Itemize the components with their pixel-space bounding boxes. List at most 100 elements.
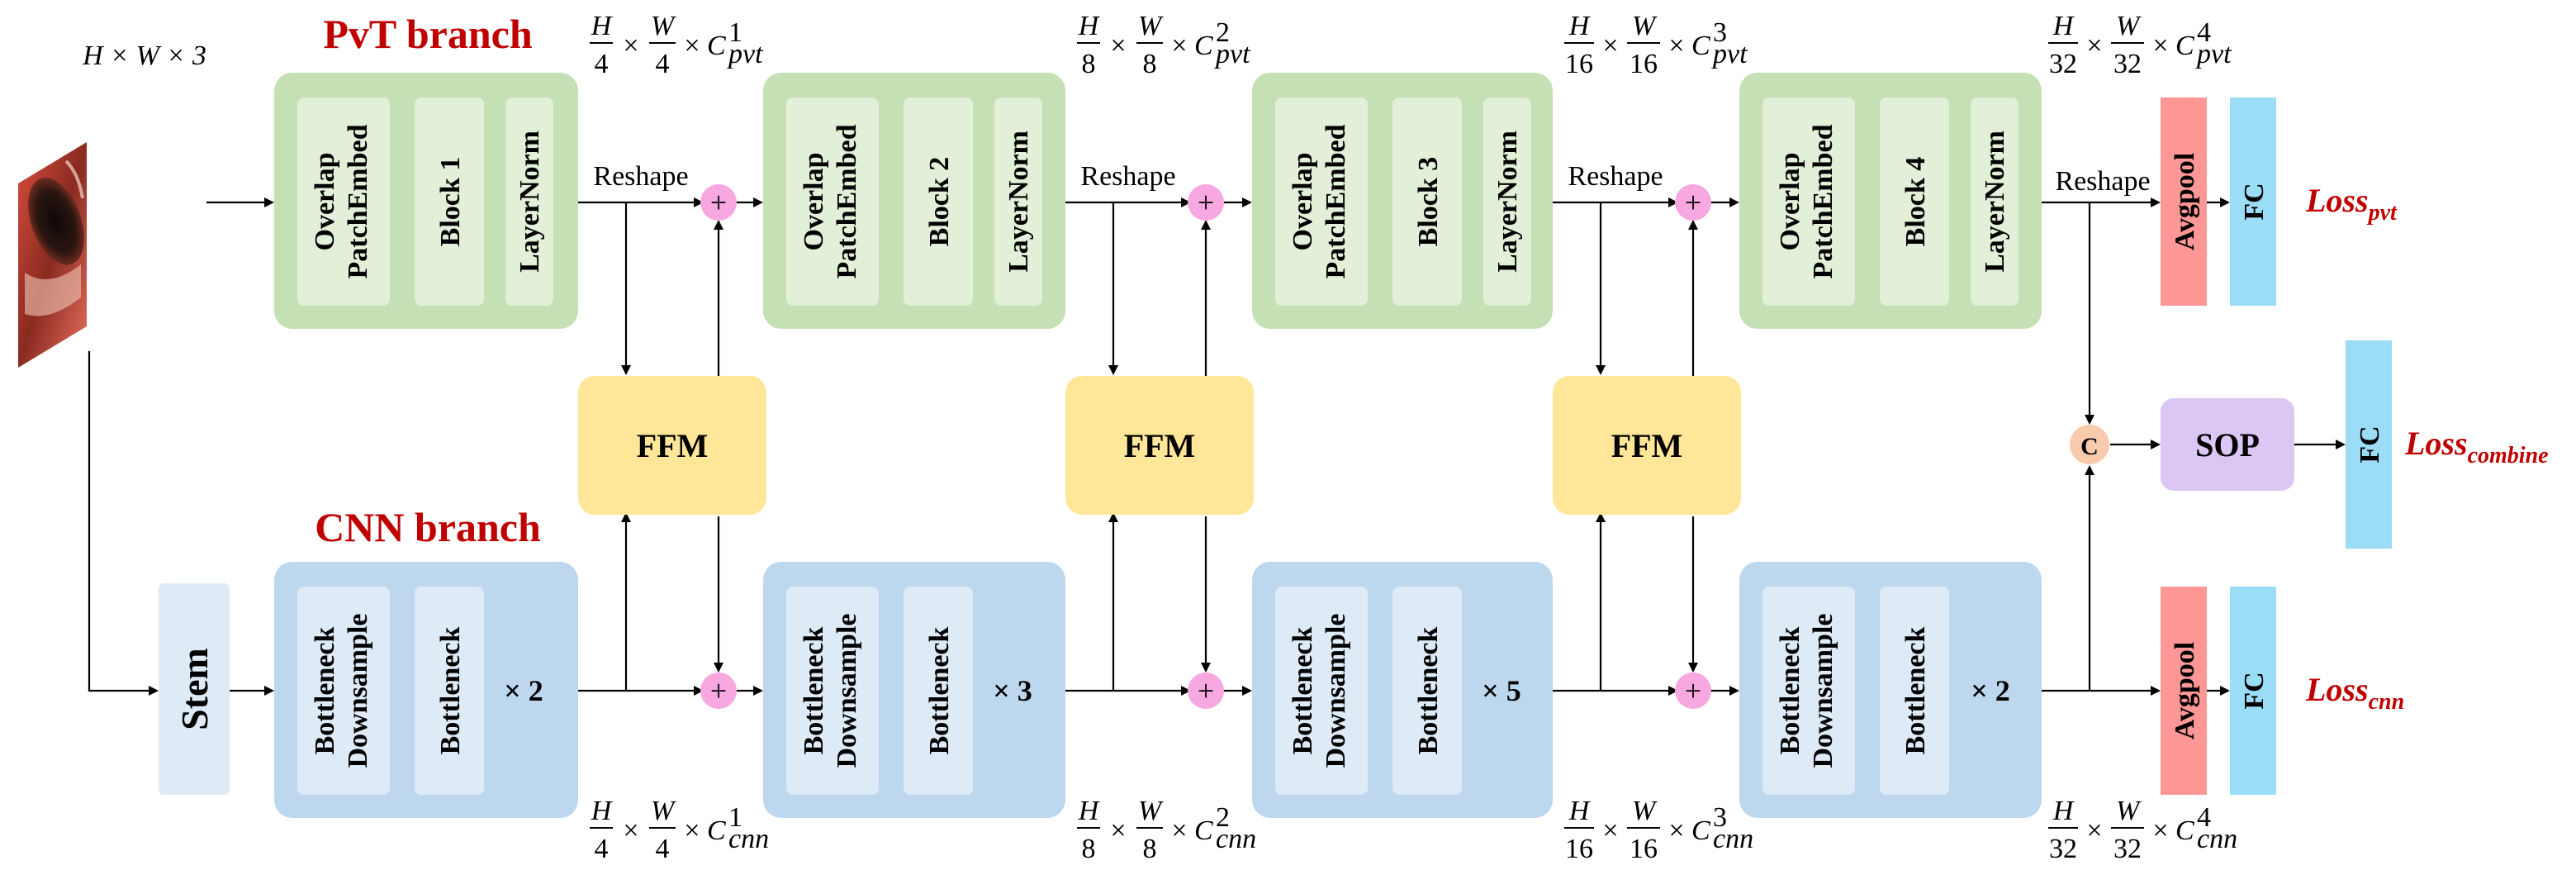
stage-label: Overlap [310, 153, 340, 251]
dim-w-den: 8 [1143, 834, 1157, 864]
cnn-dim-label-3: H 16 × W 16 × C 3 cnn [1564, 796, 1753, 864]
dim-c-sup: 3 [1713, 802, 1727, 833]
stage-label: LayerNorm [515, 131, 545, 273]
dim-c-sup: 1 [728, 802, 742, 833]
stage-label: Downsample [832, 613, 862, 768]
svg-text:×: × [1602, 31, 1618, 61]
stage-label: Bottleneck [1900, 626, 1931, 754]
loss-sub: cnn [2369, 689, 2405, 715]
stage-label: Bottleneck [310, 626, 340, 754]
dim-c-sup: 2 [1216, 17, 1230, 48]
dim-c-sup: 4 [2197, 802, 2211, 833]
dim-h-den: 16 [1565, 49, 1593, 79]
dim-w: W [651, 11, 676, 41]
stage-label: Overlap [1288, 153, 1318, 251]
repeat-count: × 5 [1482, 674, 1521, 707]
dim-c-sup: 2 [1216, 802, 1230, 833]
loss-cnn: Losscnn [2305, 671, 2404, 715]
dim-c-sup: 3 [1713, 17, 1727, 48]
stage-label: Bottleneck [435, 626, 466, 754]
dim-h-den: 16 [1565, 834, 1593, 864]
svg-text:×: × [1668, 31, 1684, 61]
plus-icon: + [1198, 674, 1214, 707]
loss-sub: combine [2468, 443, 2549, 468]
plus-node-pvt-3: + [1675, 184, 1711, 221]
pvt-stage-2: Overlap PatchEmbed Block 2 LayerNorm [763, 73, 1065, 329]
dim-h: H [2052, 796, 2076, 826]
ffm-module-2: FFM [1065, 376, 1254, 515]
svg-text:×: × [1602, 815, 1618, 846]
avgpool-cnn: Avgpool [2161, 587, 2207, 795]
dim-w: W [2116, 796, 2142, 826]
stage-label: PatchEmbed [1321, 124, 1351, 278]
svg-text:Losspvt: Losspvt [2305, 182, 2398, 226]
loss-main: Loss [2305, 182, 2369, 219]
dim-c-sub: pvt [727, 39, 764, 69]
pvt-dim-label-1: H 4 × W 4 × C 1 pvt [590, 11, 764, 79]
dim-h: H [1078, 796, 1101, 826]
stage-label: Bottleneck [924, 626, 955, 754]
reshape-label: Reshape [1080, 161, 1175, 192]
dim-h: H [591, 796, 614, 826]
endoscopy-input-image [18, 142, 87, 368]
loss-combine: Losscombine [2404, 425, 2549, 468]
dim-w-den: 16 [1630, 49, 1658, 79]
repeat-count: × 2 [504, 674, 543, 707]
sop-block: SOP [2161, 398, 2294, 491]
stage-label: Downsample [1808, 613, 1838, 768]
fc-pvt: FC [2230, 97, 2276, 306]
avgpool-pvt: Avgpool [2161, 97, 2207, 306]
connection-lines [88, 197, 2346, 696]
dim-h: H [1078, 11, 1101, 41]
svg-text:×: × [684, 31, 700, 61]
cnn-stage-3: Bottleneck Downsample Bottleneck × 5 [1252, 562, 1553, 818]
stage-label: LayerNorm [1980, 131, 2010, 273]
dim-h-den: 4 [595, 834, 609, 864]
dim-w-den: 4 [656, 49, 670, 79]
ffm-label: FFM [637, 427, 709, 464]
pvt-dim-label-4: H 32 × W 32 × C 4 pvt [2048, 11, 2232, 79]
svg-text:Losscnn: Losscnn [2305, 671, 2404, 715]
plus-node-cnn-1: + [700, 673, 737, 709]
dim-w-den: 32 [2113, 834, 2142, 864]
dim-c: C [1194, 31, 1213, 61]
dim-w: W [1632, 796, 1658, 826]
dim-w-den: 4 [656, 834, 670, 864]
pvt-dim-label-3: H 16 × W 16 × C 3 pvt [1564, 11, 1748, 79]
reshape-label: Reshape [2055, 166, 2150, 197]
stage-label: Block 1 [435, 157, 466, 247]
stage-label: Downsample [1321, 613, 1351, 768]
loss-pvt: Losspvt [2305, 182, 2398, 226]
dim-c-sub: cnn [2197, 824, 2237, 854]
sop-label: SOP [2195, 426, 2260, 464]
dim-h: H [591, 11, 614, 41]
dim-w-den: 16 [1630, 834, 1658, 864]
pvt-stage-4: Overlap PatchEmbed Block 4 LayerNorm [1739, 73, 2042, 329]
dim-w: W [1138, 11, 1164, 41]
cnn-dim-label-1: H 4 × W 4 × C 1 cnn [590, 796, 769, 864]
dim-c-sup: 4 [2197, 17, 2211, 48]
pvt-stage-1: Overlap PatchEmbed Block 1 LayerNorm [274, 73, 578, 329]
stage-label: Block 2 [924, 157, 955, 247]
avgpool-label: Avgpool [2170, 642, 2200, 739]
cnn-stage-1: Bottleneck Downsample Bottleneck × 2 [274, 562, 578, 818]
dim-w-den: 32 [2113, 49, 2142, 79]
plus-node-pvt-2: + [1188, 184, 1224, 221]
dim-w: W [1632, 11, 1658, 41]
plus-node-cnn-2: + [1188, 673, 1224, 709]
svg-text:×: × [1110, 31, 1126, 61]
svg-text:×: × [1668, 815, 1684, 846]
dim-c: C [707, 815, 726, 846]
pvt-branch-title: PvT branch [323, 11, 532, 57]
cnn-stage-4: Bottleneck Downsample Bottleneck × 2 [1739, 562, 2042, 818]
ffm-label: FFM [1124, 427, 1196, 464]
stage-label: Bottleneck [1288, 626, 1318, 754]
dim-h: H [1568, 11, 1592, 41]
cnn-branch-title: CNN branch [315, 504, 541, 550]
stem-block: Stem [159, 583, 230, 795]
svg-text:Losscombine: Losscombine [2404, 425, 2549, 468]
stage-label: Overlap [799, 153, 829, 251]
stage-label: PatchEmbed [343, 124, 373, 278]
svg-text:×: × [1110, 815, 1126, 846]
